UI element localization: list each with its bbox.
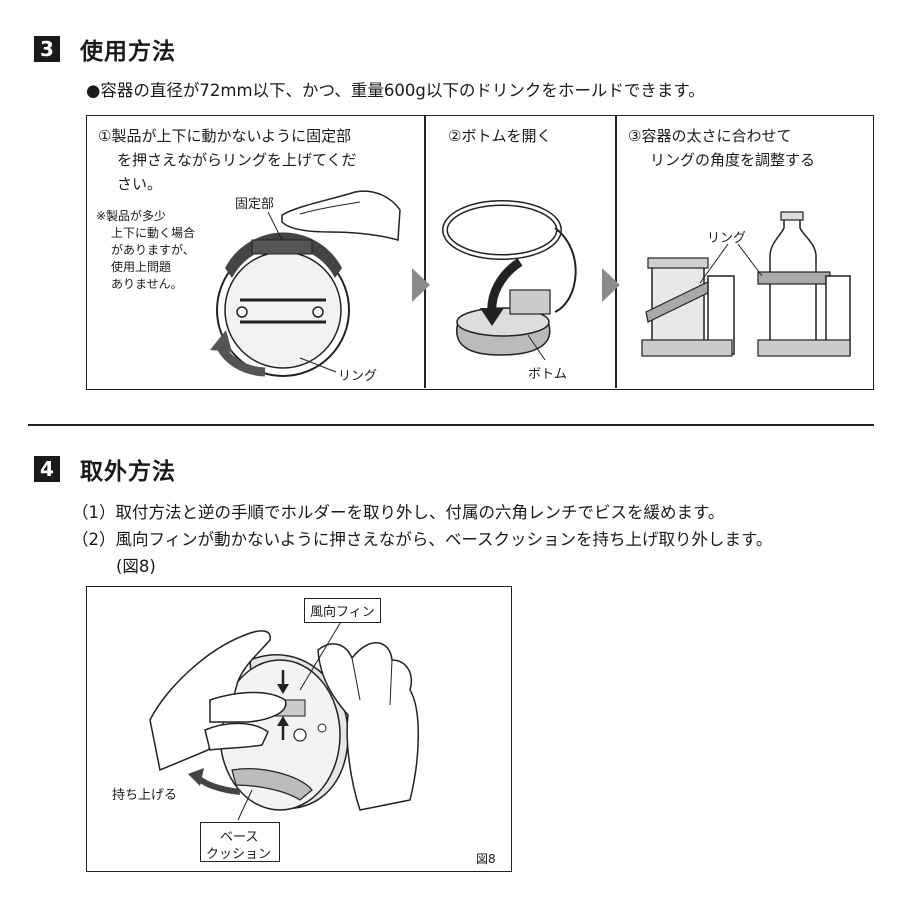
fig8-label-base-line2: クッション (206, 847, 272, 862)
next-arrow-1 (412, 268, 430, 302)
steps-panel (86, 115, 874, 390)
next-arrow-2 (602, 268, 620, 302)
step2-label-bottom: ボトム (528, 367, 568, 382)
fig8-label-fin: 風向フィン (304, 598, 381, 623)
section-3-intro: ●容器の直径が72mm以下、かつ、重量600g以下のドリンクをホールドできます。 (86, 81, 705, 100)
step1-line1: ①製品が上下に動かないように固定部 (98, 127, 352, 145)
step1-line3: さい。 (117, 175, 163, 193)
step1-note3: がありますが、 (111, 243, 195, 257)
section-4-number: 4 (34, 456, 60, 482)
section-3-number: 3 (34, 36, 60, 62)
section-4-title: 取外方法 (80, 459, 176, 485)
step1-label-fixed: 固定部 (235, 197, 275, 212)
fig8-caption: 図8 (476, 852, 496, 866)
step3-label-ring: リング (707, 231, 747, 246)
step3-line1: ③容器の太さに合わせて (628, 127, 792, 145)
step1-line2: を押さえながらリングを上げてくだ (117, 151, 357, 169)
fig8-label-lift: 持ち上げる (112, 788, 178, 803)
panel-divider-2 (615, 116, 617, 388)
step1-note2: 上下に動く場合 (111, 226, 196, 240)
section-4-item2-cont: (図8) (116, 557, 156, 576)
step1-note5: ありません。 (111, 277, 183, 291)
step1-label-ring: リング (338, 369, 378, 384)
step3-line2: リングの角度を調整する (650, 151, 816, 169)
figure-8-box (86, 586, 512, 872)
fig8-label-base-line1: ベース (220, 830, 259, 845)
panel-divider-1 (424, 116, 426, 388)
section-3-title: 使用方法 (80, 39, 176, 65)
step1-note1: ※製品が多少 (96, 209, 167, 223)
section-divider (28, 424, 874, 426)
step1-note4: 使用上問題 (111, 260, 172, 274)
step2-title: ②ボトムを開く (448, 127, 552, 145)
section-4-item1: （1）取付方法と逆の手順でホルダーを取り外し、付属の六角レンチでビスを緩めます。 (72, 503, 725, 522)
section-4-item2: （2）風向フィンが動かないように押さえながら、ベースクッションを持ち上げ取り外し… (72, 530, 773, 549)
fig8-label-base-box: ベース クッション (200, 822, 280, 862)
